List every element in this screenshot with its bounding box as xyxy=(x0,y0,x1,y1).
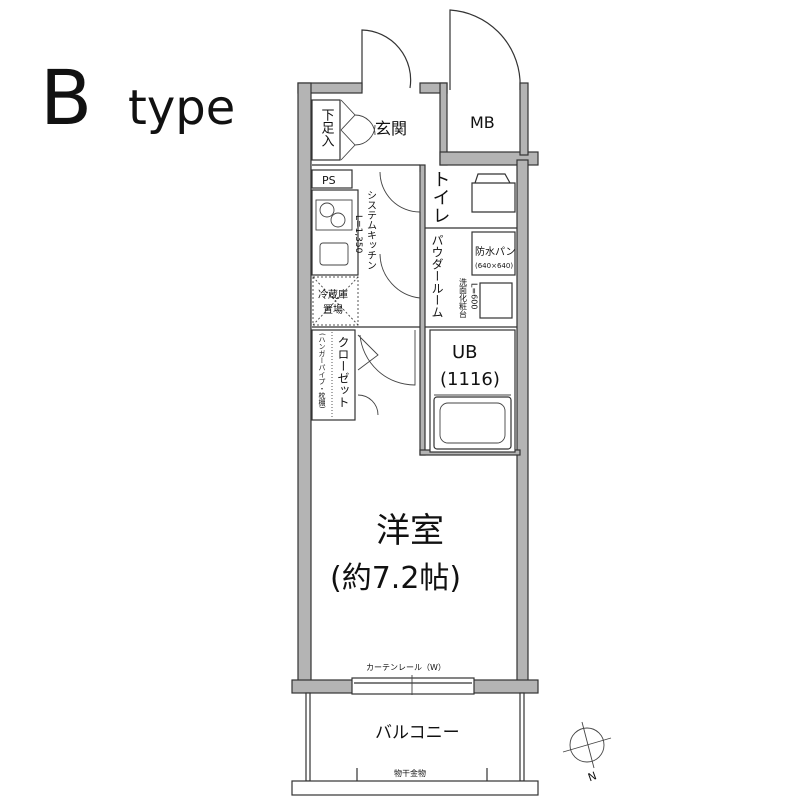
closet xyxy=(311,329,356,421)
kitchen-label: システムキッチン xyxy=(365,190,377,270)
bath-size: (1116) xyxy=(440,369,500,390)
curtain-rail-label: カーテンレール（W） xyxy=(366,663,446,672)
waterproof-pan-label: 防水パン xyxy=(475,245,516,258)
closet-note: (ハンガーパイプ・枕棚) xyxy=(318,333,326,409)
north-label: N xyxy=(586,769,598,784)
meter-box-label: MB xyxy=(470,113,495,132)
powder-room-label: パウダールーム xyxy=(430,234,444,318)
entrance-door xyxy=(361,9,521,90)
waterproof-pan xyxy=(471,231,516,276)
window xyxy=(351,675,475,695)
vanity-label: 洗面化粧台 xyxy=(459,277,468,319)
western-room-label: 洋室 xyxy=(376,511,444,551)
toilet-label: トイレ xyxy=(430,170,451,224)
entrance-label: 玄関 xyxy=(375,119,407,138)
pipe-space xyxy=(311,169,353,189)
balcony-label: バルコニー xyxy=(375,723,460,743)
system-kitchen xyxy=(311,189,359,276)
vanity-size: L=600 xyxy=(470,283,479,309)
walls xyxy=(291,82,539,694)
balcony xyxy=(291,692,539,796)
bath-label: UB xyxy=(452,342,478,363)
shoe-cabinet xyxy=(311,99,341,161)
pipe-space-label: PS xyxy=(322,174,336,187)
type-label: type xyxy=(128,80,235,136)
shoe-cabinet-label: 下足入 xyxy=(319,108,335,147)
compass-icon: N xyxy=(562,721,612,784)
type-letter: B xyxy=(40,53,92,142)
western-room-size: (約7.2帖) xyxy=(330,561,461,596)
kitchen-size: L=1,350 xyxy=(353,215,363,254)
fridge-label: 冷蔵庫置場 xyxy=(318,288,348,316)
vanity xyxy=(479,282,513,319)
waterproof-pan-size: (640×640) xyxy=(475,262,513,270)
closet-label: クローゼット xyxy=(336,336,350,408)
laundry-hardware-label: 物干金物 xyxy=(394,768,426,778)
